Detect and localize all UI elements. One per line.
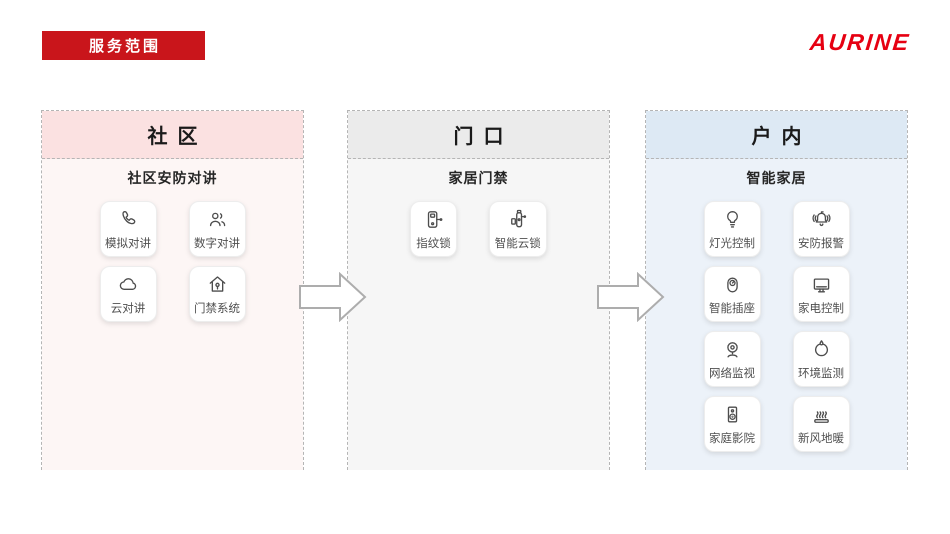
service-card-label: 智能插座 [709,302,755,315]
service-card-label: 门禁系统 [194,302,240,315]
column-indoor-header: 户内 [646,111,907,159]
column-community-header: 社区 [42,111,303,159]
service-card-label: 家电控制 [798,302,844,315]
service-card: 云对讲 [99,266,157,322]
service-card-label: 新风地暖 [798,432,844,445]
card-grid: 指纹锁 智能云锁 [348,201,609,257]
flow-arrow-icon [299,272,367,322]
webcam-icon [721,338,744,362]
column-entrance-header: 门口 [348,111,609,159]
service-card-label: 灯光控制 [709,237,755,250]
service-card: 网络监视 [703,331,761,387]
column-subtitle: 社区安防对讲 [127,170,218,186]
service-card: 门禁系统 [188,266,246,322]
tv-icon [810,273,833,297]
cloud-icon [117,273,140,297]
card-grid: 模拟对讲 数字对讲云对讲 门禁系统 [42,201,303,322]
service-card-label: 环境监测 [798,367,844,380]
column-community: 社区 社区安防对讲 模拟对讲 数字对讲云对讲 门禁系统 [41,110,304,470]
service-card-label: 模拟对讲 [105,237,151,250]
column-title: 门口 [453,126,514,148]
column-subtitle: 家居门禁 [448,170,509,186]
service-card: 模拟对讲 [99,201,157,257]
service-card: 安防报警 [792,201,850,257]
service-card: 指纹锁 [410,201,457,257]
service-card-label: 云对讲 [110,302,146,315]
alarm-bell-icon [810,208,833,232]
service-card-label: 网络监视 [709,367,755,380]
socket-icon [721,273,744,297]
service-card-label: 家庭影院 [709,432,755,445]
column-community-body: 社区安防对讲 模拟对讲 数字对讲云对讲 门禁系统 [42,159,303,470]
service-card: 数字对讲 [188,201,246,257]
speaker-icon [721,403,744,427]
service-card: 灯光控制 [703,201,761,257]
door-lock-icon [422,208,445,232]
phone-icon [117,208,140,232]
service-card: 新风地暖 [792,396,850,452]
service-card: 智能云锁 [488,201,547,257]
column-indoor: 户内 智能家居 灯光控制 安防报警智能插座 家电控制网络监视 环境监测家庭影院 新风地暖 [645,110,908,470]
page-title: 服务范围 [88,38,161,55]
service-card-label: 指纹锁 [416,237,451,250]
card-grid: 灯光控制 安防报警智能插座 家电控制网络监视 环境监测家庭影院 新风地暖 [646,201,907,452]
home-lock-icon [206,273,229,297]
flow-arrow-icon [597,272,665,322]
column-subtitle: 智能家居 [746,170,807,186]
users-icon [206,208,229,232]
heating-icon [810,403,833,427]
column-entrance-body: 家居门禁 指纹锁 智能云锁 [348,159,609,470]
service-card: 家庭影院 [703,396,761,452]
service-card-label: 智能云锁 [494,237,541,250]
service-card: 环境监测 [792,331,850,387]
page-title-banner: 服务范围 [42,31,205,60]
column-title: 社区 [147,126,208,148]
brand-logo: AURINE [808,29,912,55]
column-indoor-body: 智能家居 灯光控制 安防报警智能插座 家电控制网络监视 环境监测家庭影院 新风地暖 [646,159,907,470]
droplet-icon [810,338,833,362]
column-entrance: 门口 家居门禁 指纹锁 智能云锁 [347,110,610,470]
service-card: 家电控制 [792,266,850,322]
service-card-label: 数字对讲 [194,237,240,250]
smart-lock-icon [506,208,529,232]
column-title: 户内 [751,126,812,148]
bulb-icon [721,208,744,232]
service-card: 智能插座 [703,266,761,322]
service-card-label: 安防报警 [798,237,844,250]
